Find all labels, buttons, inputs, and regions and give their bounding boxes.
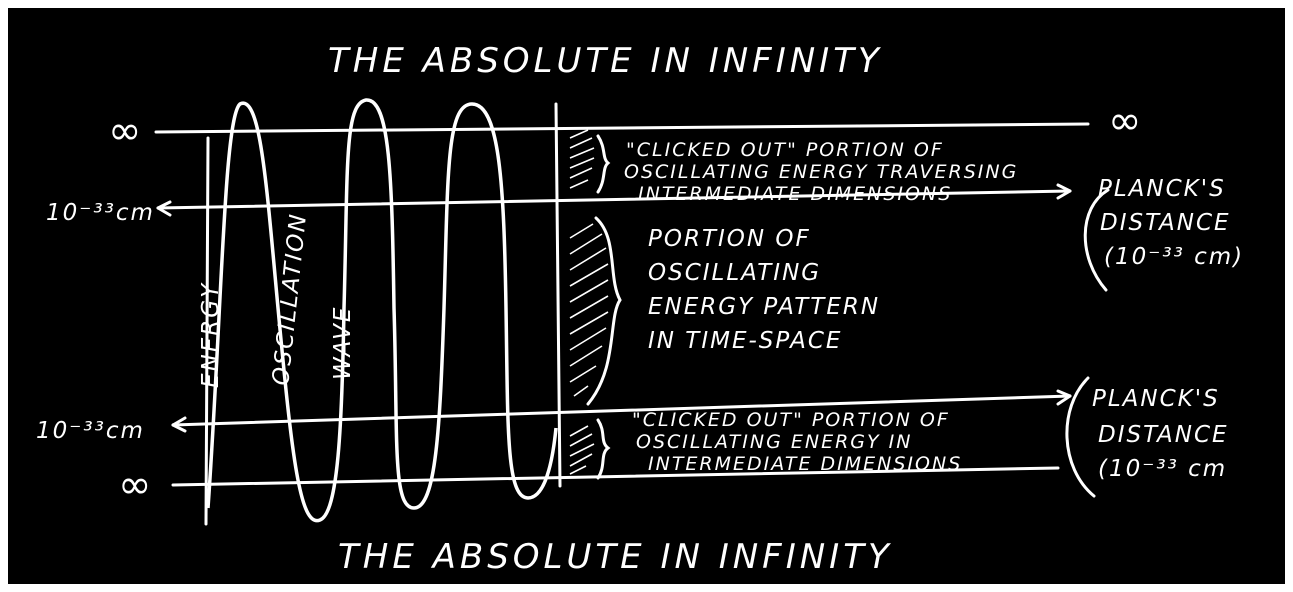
hatch-bottom bbox=[570, 426, 594, 474]
title-top: THE ABSOLUTE IN INFINITY bbox=[328, 41, 883, 81]
planck-top-line-3: (10⁻³³ cm) bbox=[1104, 244, 1244, 270]
planck-brace-top bbox=[1085, 190, 1108, 290]
middle-line-3: ENERGY PATTERN bbox=[648, 294, 880, 320]
clicked-top-line-2: OSCILLATING ENERGY TRAVERSING bbox=[624, 161, 1018, 183]
infinity-line-top bbox=[156, 124, 1088, 132]
brace-middle bbox=[588, 218, 620, 404]
hatch-middle bbox=[570, 224, 608, 396]
planck-bottom-line-2: DISTANCE bbox=[1098, 422, 1229, 448]
clicked-bottom-line-3: INTERMEDIATE DIMENSIONS bbox=[648, 453, 962, 475]
planck-label-top-left: 10⁻³³cm bbox=[46, 200, 155, 226]
infinity-symbol-top-right: ∞ bbox=[1108, 98, 1141, 144]
planck-top-line-1: PLANCK'S bbox=[1098, 176, 1226, 202]
clicked-top-line-3: INTERMEDIATE DIMENSIONS bbox=[638, 183, 952, 205]
planck-bottom-line-3: (10⁻³³ cm bbox=[1098, 456, 1227, 482]
clicked-top-line-1: "CLICKED OUT" PORTION OF bbox=[626, 139, 944, 161]
infinity-symbol-top-left: ∞ bbox=[108, 108, 141, 154]
diagram-canvas: THE ABSOLUTE IN INFINITY THE ABSOLUTE IN… bbox=[8, 8, 1285, 584]
oscillation-wave bbox=[208, 100, 556, 521]
hatch-top bbox=[570, 130, 594, 188]
brace-top bbox=[598, 136, 608, 192]
middle-line-1: PORTION OF bbox=[648, 226, 811, 252]
title-bottom: THE ABSOLUTE IN INFINITY bbox=[338, 537, 893, 577]
planck-bottom-line-1: PLANCK'S bbox=[1092, 386, 1220, 412]
diagram-board: THE ABSOLUTE IN INFINITY THE ABSOLUTE IN… bbox=[8, 8, 1285, 584]
middle-line-4: IN TIME-SPACE bbox=[648, 328, 842, 354]
label-oscillation: OSCILLATION bbox=[268, 211, 312, 386]
planck-label-bottom-left: 10⁻³³cm bbox=[36, 418, 145, 444]
infinity-symbol-bottom-left: ∞ bbox=[118, 462, 151, 508]
label-energy: ENERGY bbox=[198, 282, 224, 388]
clicked-bottom-line-1: "CLICKED OUT" PORTION OF bbox=[632, 409, 950, 431]
middle-line-2: OSCILLATING bbox=[648, 260, 821, 286]
planck-top-line-2: DISTANCE bbox=[1100, 210, 1231, 236]
brace-bottom bbox=[598, 420, 608, 478]
label-wave: WAVE bbox=[330, 306, 356, 380]
clicked-bottom-line-2: OSCILLATING ENERGY IN bbox=[636, 431, 912, 453]
